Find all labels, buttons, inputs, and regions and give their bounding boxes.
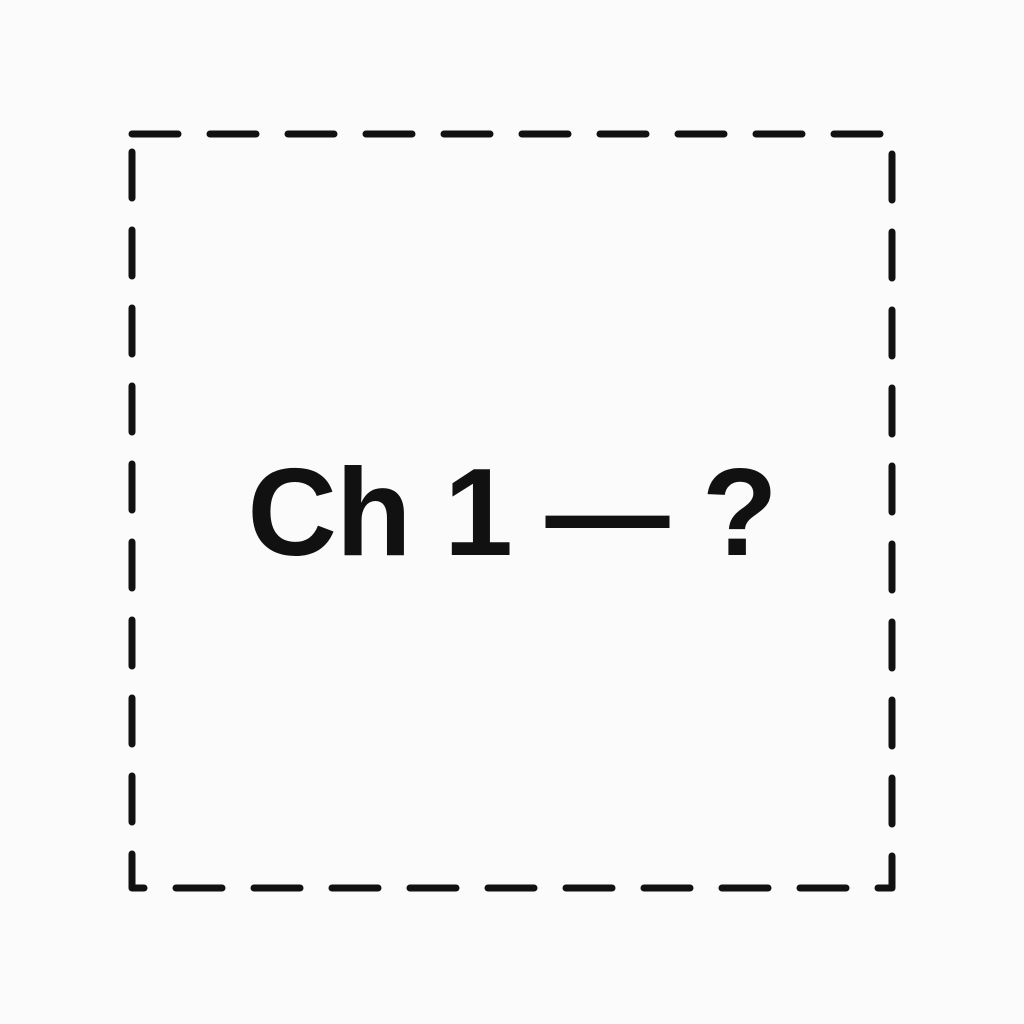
chapter-placeholder-label: Ch 1 — ? bbox=[247, 444, 777, 582]
dashed-border bbox=[128, 130, 896, 892]
